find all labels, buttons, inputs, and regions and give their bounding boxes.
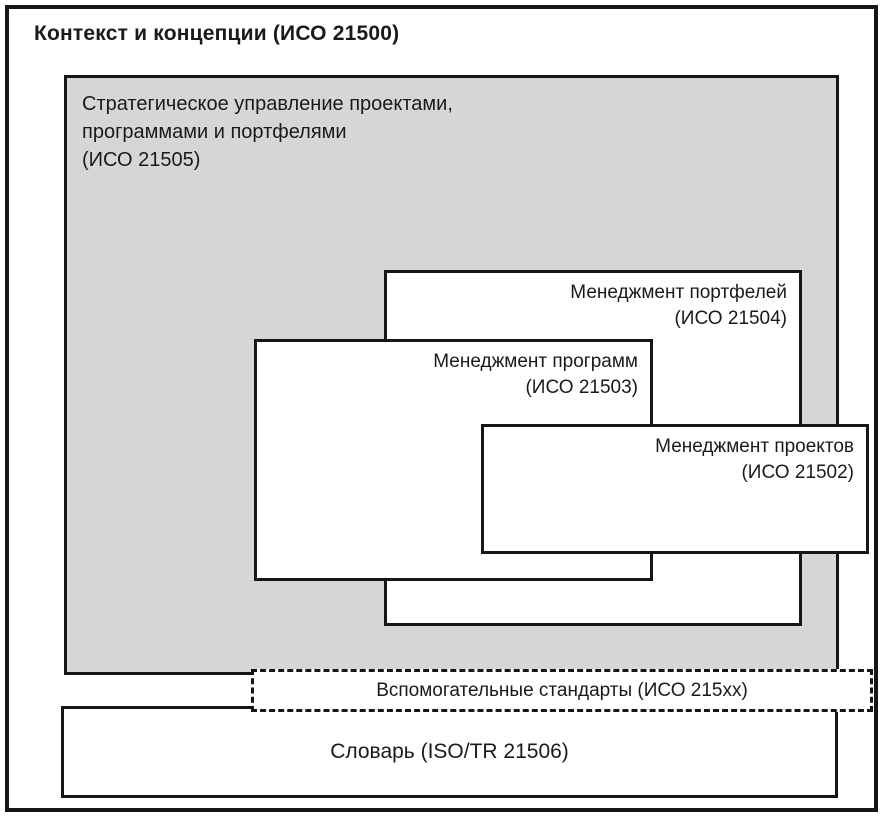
vocabulary-box: Словарь (ISO/TR 21506): [61, 706, 838, 798]
strategic-governance-label: Стратегическое управление проектами, про…: [82, 90, 453, 174]
project-management-box: Менеджмент проектов (ИСО 21502): [481, 424, 869, 554]
programme-management-code: (ИСО 21503): [525, 377, 638, 398]
diagram-title: Контекст и концепции (ИСО 21500): [34, 22, 400, 45]
strategic-governance-box: Стратегическое управление проектами, про…: [64, 75, 873, 712]
vocabulary-label: Словарь (ISO/TR 21506): [330, 740, 569, 763]
supporting-standards-box: Вспомогательные стандарты (ИСО 215хх): [251, 669, 873, 712]
strategic-governance-line1: Стратегическое управление проектами,: [82, 93, 453, 115]
portfolio-management-label: Менеджмент портфелей (ИСО 21504): [387, 273, 799, 332]
project-management-code: (ИСО 21502): [741, 462, 854, 483]
portfolio-management-name: Менеджмент портфелей: [570, 282, 787, 303]
programme-management-label: Менеджмент программ (ИСО 21503): [257, 342, 650, 401]
strategic-governance-line2: программами и портфелями: [82, 121, 347, 143]
project-management-name: Менеджмент проектов: [655, 436, 854, 457]
strategic-governance-code: (ИСО 21505): [82, 149, 201, 171]
context-concepts-frame: Контекст и концепции (ИСО 21500) Стратег…: [5, 5, 878, 812]
supporting-standards-label: Вспомогательные стандарты (ИСО 215хх): [376, 679, 748, 701]
portfolio-management-code: (ИСО 21504): [674, 308, 787, 329]
programme-management-name: Менеджмент программ: [433, 351, 638, 372]
project-management-label: Менеджмент проектов (ИСО 21502): [484, 427, 866, 486]
